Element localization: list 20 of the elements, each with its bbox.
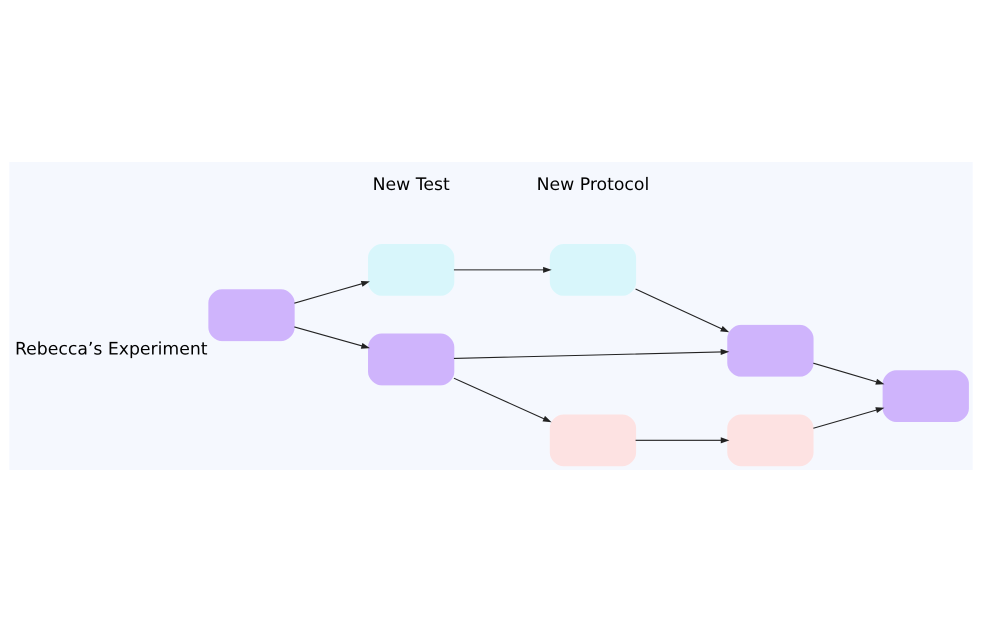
node-box	[368, 334, 454, 386]
arrow	[813, 407, 884, 429]
arrow	[294, 326, 370, 349]
node-box	[550, 244, 636, 296]
arrow	[635, 288, 730, 332]
node-box	[208, 289, 295, 342]
node-box	[368, 244, 454, 296]
arrow	[454, 266, 552, 273]
arrow	[813, 362, 884, 385]
arrow	[636, 437, 730, 444]
node-box	[727, 414, 814, 466]
node-box	[882, 370, 969, 422]
arrow	[454, 378, 552, 422]
node-label: Rebecca’s Experiment	[14, 339, 208, 360]
label: New Protocol	[536, 174, 650, 195]
arrow	[454, 348, 730, 359]
node-box	[727, 324, 814, 377]
node-box	[550, 414, 636, 466]
label: New Test	[372, 174, 450, 195]
arrow	[294, 280, 370, 304]
